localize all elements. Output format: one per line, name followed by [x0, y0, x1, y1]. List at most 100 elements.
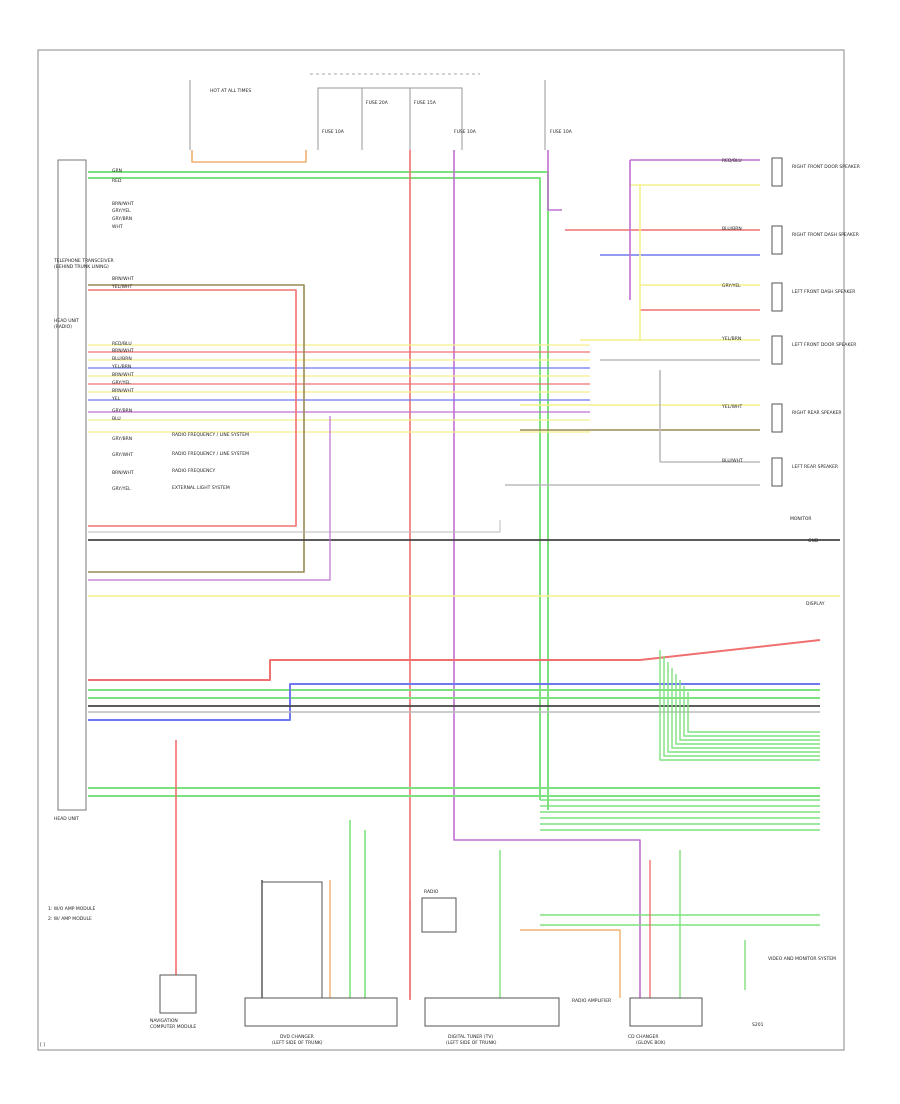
speaker-name-5: LEFT REAR SPEAKER [792, 464, 838, 470]
pin-label-1: RED [112, 178, 122, 184]
dvd-changer-box [244, 997, 398, 1027]
dvd-changer-sub: (LEFT SIDE OF TRUNK) [272, 1040, 323, 1046]
speaker-1: BLU/BRN RIGHT FRONT DASH SPEAKER [722, 225, 859, 255]
wire-tuner-orange [520, 929, 621, 998]
pin-label-21: GRY/YEL [112, 486, 131, 492]
transceiver-title: TELEPHONE TRANSCEIVER [53, 258, 114, 264]
speaker-body-5 [771, 457, 783, 487]
speaker-4: YEL/WHT RIGHT REAR SPEAKER [721, 403, 842, 433]
wire-green-stub-4 [675, 674, 820, 745]
head-unit-connector [57, 159, 87, 811]
speaker-body-1 [771, 225, 783, 255]
speaker-body-0 [771, 157, 783, 187]
mid-note-3: RADIO FREQUENCY [172, 468, 215, 474]
fuse-bus [317, 87, 463, 150]
speaker-lead-2: GRY/YEL [722, 283, 741, 289]
speaker-name-3: LEFT FRONT DOOR SPEAKER [792, 342, 856, 348]
wire-green-stub-1 [663, 656, 820, 757]
wire-orange-top [191, 150, 307, 163]
pin-labels: GRN RED BRN/WHT GRY/YEL GRY/BRN WHT BRN/WHT YEL… [111, 168, 134, 492]
speaker-lead-3: YEL/BRN [721, 336, 741, 342]
wire-green-stub-0 [659, 650, 820, 761]
speaker-name-2: LEFT FRONT DASH SPEAKER [792, 289, 855, 295]
diagram-frame [37, 49, 845, 1051]
wire-green-stub-2 [667, 662, 820, 753]
wire-green-stub-6 [683, 686, 820, 737]
module-subtitle: (RADIO) [54, 324, 72, 330]
pin-label-10: BLU/BRN [112, 356, 132, 362]
speaker-3: YEL/BRN LEFT FRONT DOOR SPEAKER [721, 335, 856, 365]
wire-green-stub-5 [679, 680, 820, 741]
pin-label-8: RED/BLU [112, 341, 132, 347]
mid-note-1: RADIO FREQUENCY / LINE SYSTEM [172, 432, 249, 438]
wire-green-stub-3 [671, 668, 820, 749]
pin-label-16: GRY/BRN [112, 408, 132, 414]
right-tag-gnd: GND [808, 538, 819, 544]
navigation-sub: COMPUTER MODULE [150, 1024, 196, 1030]
wire-blue-low [88, 683, 820, 721]
left-footer: HEAD UNIT [54, 816, 79, 822]
speaker-lead-4: YEL/WHT [721, 404, 742, 410]
wire-loop-brown [88, 284, 305, 573]
cd-changer-box [629, 997, 703, 1027]
pin-label-7: YEL/WHT [111, 284, 132, 290]
fuse-label-right: FUSE 10A [550, 129, 573, 135]
speaker-name-4: RIGHT REAR SPEAKER [792, 410, 842, 416]
pin-label-13: GRY/YEL [112, 380, 131, 386]
speaker-body-3 [771, 335, 783, 365]
radio-label: RADIO [424, 889, 439, 895]
legend-1: 1: W/O AMP MODULE [48, 906, 96, 912]
wire-loop-red [88, 289, 297, 527]
splice-label: S201 [752, 1022, 764, 1028]
pin-label-9: BRN/WHT [112, 348, 134, 354]
amp-label: RADIO AMPLIFIER [572, 998, 611, 1004]
digital-tuner-box [424, 997, 560, 1027]
speakers: RED/BLU RIGHT FRONT DOOR SPEAKER BLU/BRN RI… [721, 157, 860, 487]
fuse-label-b: FUSE 15A [414, 100, 437, 106]
cd-changer-name: CD CHANGER [628, 1034, 658, 1040]
speaker-lead-0: RED/BLU [722, 158, 742, 164]
pin-label-4: GRY/BRN [112, 216, 132, 222]
speaker-body-2 [771, 282, 783, 312]
speaker-body-4 [771, 403, 783, 433]
speaker-name-1: RIGHT FRONT DASH SPEAKER [792, 232, 859, 238]
pin-label-15: YEL [111, 396, 121, 402]
page-tag: [ ] [40, 1042, 45, 1048]
wire-red-low [88, 639, 821, 681]
speaker-2: GRY/YEL LEFT FRONT DASH SPEAKER [722, 282, 855, 312]
wire-purple-mid [88, 416, 331, 581]
speaker-0: RED/BLU RIGHT FRONT DOOR SPEAKER [722, 157, 860, 187]
pin-label-11: YEL/BRN [111, 364, 131, 370]
pin-label-0: GRN [112, 168, 122, 174]
pin-label-5: WHT [112, 224, 123, 230]
wire-green-stub-7 [687, 692, 820, 733]
wires [88, 150, 840, 1000]
wire-green-top-2 [88, 177, 541, 800]
mid-note-2: RADIO FREQUENCY / LINE SYSTEM [172, 451, 249, 457]
right-tag-monitor: MONITOR [790, 516, 812, 522]
wire-purple-long [453, 150, 641, 998]
speaker-lead-1: BLU/BRN [722, 226, 742, 232]
pin-label-18: GRY/BRN [112, 436, 132, 442]
pin-label-3: GRY/YEL [112, 208, 131, 214]
mid-note-4: EXTERNAL LIGHT SYSTEM [172, 485, 230, 491]
speaker-name-0: RIGHT FRONT DOOR SPEAKER [792, 164, 860, 170]
cd-changer-sub: (GLOVE BOX) [636, 1040, 666, 1046]
digital-tuner-sub: (LEFT SIDE OF TRUNK) [446, 1040, 497, 1046]
pin-label-14: BRN/WHT [112, 388, 134, 394]
pin-label-19: GRY/WHT [112, 452, 133, 458]
fuse-label-a: FUSE 20A [366, 100, 389, 106]
relay-box [261, 881, 323, 999]
navigation-module-box [159, 974, 197, 1014]
legend-2: 2: W/ AMP MODULE [48, 916, 92, 922]
right-bottom-note: VIDEO AND MONITOR SYSTEM [768, 956, 836, 962]
speaker-lead-5: BLU/WHT [722, 458, 743, 464]
dvd-changer-name: DVD CHANGER [280, 1034, 314, 1040]
navigation-name: NAVIGATION [150, 1018, 178, 1024]
right-tag-display: DISPLAY [806, 601, 825, 607]
pin-label-17: BLU [112, 416, 121, 422]
wire-dark-mid [88, 520, 501, 533]
pin-label-20: BRN/WHT [112, 470, 134, 476]
